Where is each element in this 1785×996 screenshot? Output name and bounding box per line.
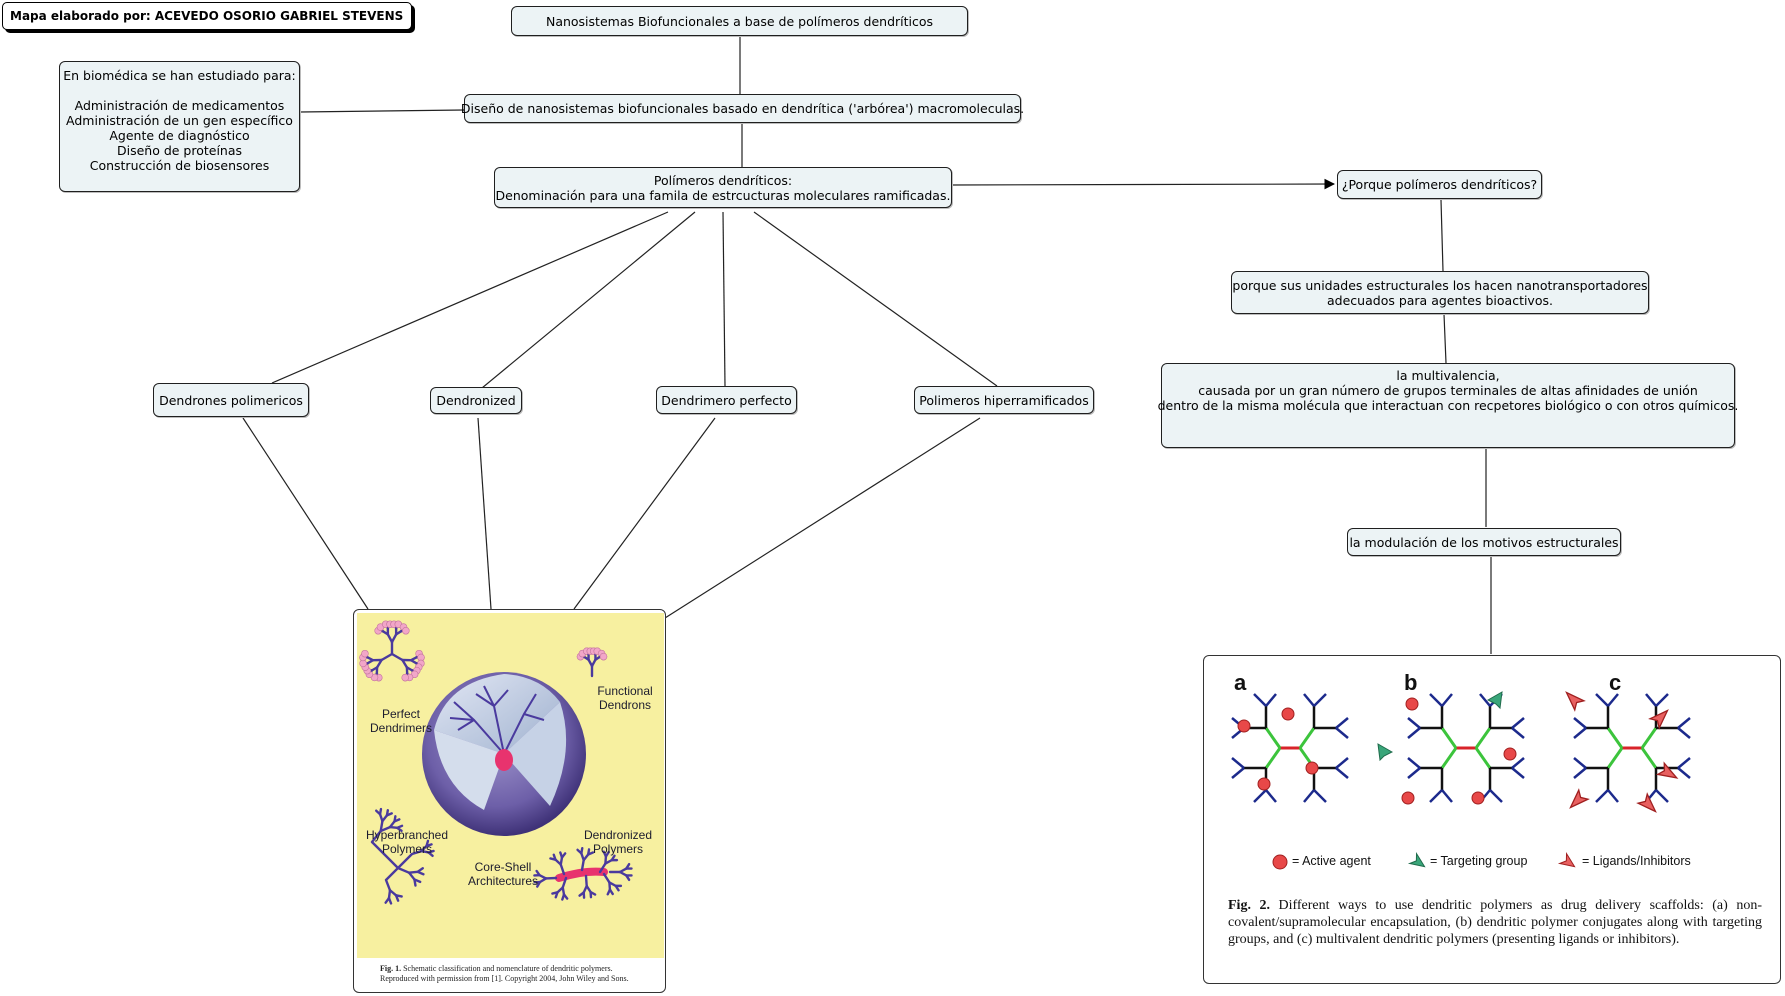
link-polymers-why xyxy=(951,178,1336,190)
legend-targeting: = Targeting group xyxy=(1430,854,1528,868)
node-uses[interactable]: En biomédica se han estudiado para: Admi… xyxy=(59,61,300,192)
uses-heading: En biomédica se han estudiado para: xyxy=(63,68,296,83)
node-polymers[interactable]: Polímeros dendríticos: Denominación para… xyxy=(494,167,952,208)
panel-label-a: a xyxy=(1234,670,1247,695)
node-type-dendronized[interactable]: Dendronized xyxy=(430,387,522,414)
sphere-wedge-bottom xyxy=(434,730,504,810)
link-polymers-hyper xyxy=(753,211,998,387)
link-why-because xyxy=(1440,199,1444,272)
hyperbranched-polymer-icon xyxy=(370,807,435,905)
uses-item: Administración de medicamentos xyxy=(74,98,285,113)
uses-item: Construcción de biosensores xyxy=(89,158,270,173)
sphere-branches xyxy=(449,685,545,755)
type-label: Dendrones polimericos xyxy=(159,392,303,408)
link-dendronized-fig1 xyxy=(477,417,492,610)
because-line1: porque sus unidades estructurales los ha… xyxy=(1232,277,1648,293)
multi-line1: la multivalencia, xyxy=(1396,368,1500,383)
link-design-uses xyxy=(299,109,465,113)
node-why[interactable]: ¿Porque polímeros dendríticos? xyxy=(1337,170,1542,199)
node-type-perfect[interactable]: Dendrimero perfecto xyxy=(656,386,797,414)
figure2-image: a b c = Active agent = Targeting group =… xyxy=(1203,655,1781,984)
uses-item: Agente de diagnóstico xyxy=(109,128,250,143)
node-title-text: Nanosistemas Biofuncionales a base de po… xyxy=(545,13,934,29)
panel-label-c: c xyxy=(1609,670,1622,695)
why-text: ¿Porque polímeros dendríticos? xyxy=(1341,177,1538,192)
polymers-line1: Polímeros dendríticos: xyxy=(653,172,793,188)
legend-active: = Active agent xyxy=(1292,854,1371,868)
multi-line3: dentro de la misma molécula que interact… xyxy=(1157,398,1739,413)
modulation-text: la modulación de los motivos estructural… xyxy=(1349,534,1619,550)
link-hyper-fig1 xyxy=(664,417,981,619)
node-multivalence[interactable]: la multivalencia, causada por un gran nú… xyxy=(1158,363,1738,448)
node-type-dendrones[interactable]: Dendrones polimericos xyxy=(153,383,309,417)
type-label: Dendrimero perfecto xyxy=(661,392,792,408)
perfect-dendrimer-icon xyxy=(359,620,425,682)
legend-active-icon xyxy=(1272,854,1288,870)
node-title[interactable]: Nanosistemas Biofuncionales a base de po… xyxy=(511,6,968,36)
panel-b-scaffold xyxy=(1377,691,1525,805)
sphere-core xyxy=(495,749,513,771)
link-polymers-perfect xyxy=(722,211,726,387)
panel-a-scaffold xyxy=(1231,693,1349,803)
legend-ligand-icon xyxy=(1557,851,1576,868)
panel-c-scaffold xyxy=(1565,691,1691,813)
link-polymers-dendronized xyxy=(481,211,696,389)
link-because-multi xyxy=(1443,313,1447,364)
figure1-caption: Fig. 1. Schematic classification and nom… xyxy=(380,964,629,983)
node-modulation[interactable]: la modulación de los motivos estructural… xyxy=(1347,528,1621,556)
uses-item: Administración de un gen específico xyxy=(66,113,293,128)
link-polymers-dendrones xyxy=(271,211,669,384)
type-label: Dendronized xyxy=(436,393,516,408)
node-type-hyper[interactable]: Polimeros hiperramificados xyxy=(914,386,1094,414)
author-banner: Mapa elaborado por: ACEVEDO OSORIO GABRI… xyxy=(2,2,412,30)
polymers-line2: Denominación para una famila de estrcuct… xyxy=(495,187,951,203)
figure1-graphic xyxy=(357,613,664,958)
functional-dendron-icon xyxy=(576,647,608,678)
panel-label-b: b xyxy=(1404,670,1418,695)
uses-item: Diseño de proteínas xyxy=(116,143,243,158)
type-label: Polimeros hiperramificados xyxy=(919,392,1089,408)
link-dendrones-fig1 xyxy=(242,417,369,610)
figure2-caption: Fig. 2. Different ways to use dendritic … xyxy=(1228,898,1762,947)
legend-ligands: = Ligands/Inhibitors xyxy=(1582,854,1691,868)
multi-line2: causada por un gran número de grupos ter… xyxy=(1198,383,1698,398)
node-because[interactable]: porque sus unidades estructurales los ha… xyxy=(1231,271,1649,314)
node-design-text: Diseño de nanosistemas biofuncionales ba… xyxy=(460,101,1025,116)
sphere-wedge-side xyxy=(504,702,567,806)
figure2-graphic xyxy=(1231,691,1691,870)
link-perfect-fig1 xyxy=(573,417,716,610)
legend-targeting-icon xyxy=(1407,851,1426,868)
because-line2: adecuados para agentes bioactivos. xyxy=(1327,292,1553,308)
dendronized-polymer-icon xyxy=(533,847,633,901)
sphere-wedge xyxy=(434,674,560,754)
node-design[interactable]: Diseño de nanosistemas biofuncionales ba… xyxy=(460,94,1025,123)
